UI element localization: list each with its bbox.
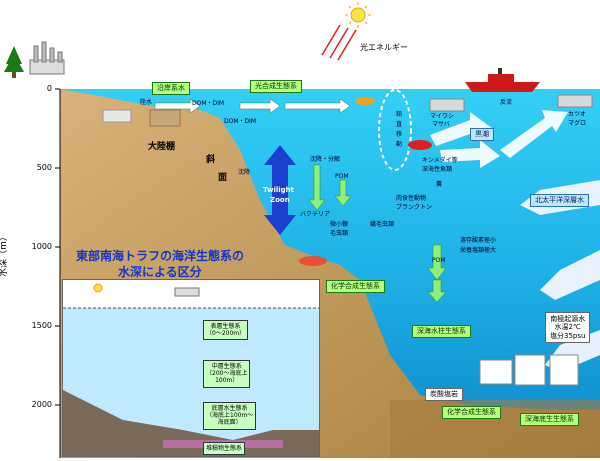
label-vertical-3: 移 xyxy=(396,131,403,138)
twilight-zone-arrow xyxy=(264,145,296,235)
inset-zone-middle-range-1: （200～海底上 xyxy=(206,370,248,378)
label-tiny-flagellates-2: 毛虫類 xyxy=(330,230,349,237)
label-vertical-4: 動 xyxy=(396,141,403,148)
light-rays xyxy=(321,24,357,61)
label-bacteria: バクテリア xyxy=(300,211,331,218)
vertical-migration-loop xyxy=(378,89,412,171)
inset-zone-sediment: 堆積物生態系 xyxy=(203,442,246,456)
depth-axis xyxy=(55,88,61,458)
antarctic-line-2: 水温2℃ xyxy=(554,323,581,332)
label-pom-2: POM xyxy=(432,257,446,264)
inset-zone-surface-name: 表層生態系 xyxy=(210,323,241,330)
tree-icon xyxy=(4,46,24,78)
depth-tick-0: 0 xyxy=(46,84,52,93)
dom-arrows xyxy=(154,98,351,114)
inset-zone-sediment-name: 堆積物生態系 xyxy=(206,445,243,452)
label-feces: 糞 xyxy=(436,181,443,188)
label-deep-fish-2: 深海性魚類 xyxy=(422,166,453,173)
label-tuna-1: カツオ xyxy=(568,111,587,118)
label-deep-fish-1: キンメダイ等 xyxy=(422,157,458,164)
depth-tick-1500: 1500 xyxy=(31,321,52,330)
label-twilight-2: Zoon xyxy=(270,196,290,204)
depth-tick-1000: 1000 xyxy=(31,242,52,251)
fish-icons xyxy=(102,94,593,386)
sun-icon xyxy=(345,2,371,28)
label-dom-dim-2: DOM・DIM xyxy=(224,118,257,125)
depth-tick-500: 500 xyxy=(36,163,52,172)
tag-deep-bottom: 深海底生生態系 xyxy=(520,413,579,426)
inset-zone-bottom-water-range-2: 海底面） xyxy=(217,419,242,427)
label-low-oxygen-1: 溶存酸素極小 xyxy=(460,237,497,244)
inset-zone-middle-range-2: 100m） xyxy=(215,377,239,385)
label-mackerel: マサバ xyxy=(432,121,450,128)
diagram-title-line-2: 水深による区分 xyxy=(118,265,202,279)
label-shelf: 大陸棚 xyxy=(148,142,176,152)
label-pom-1: POM xyxy=(335,173,349,180)
label-vertical-1: 鉛 xyxy=(396,111,403,118)
label-dom-dim-1: DOM・DIM xyxy=(192,100,225,107)
inset-zone-bottom-water-range-1: （海底上100m～ xyxy=(206,412,254,420)
label-carnivorous-2: プランクトン xyxy=(396,204,433,211)
zone-inset-panel: 表層生態系 （0～200m） 中層生態系 （200～海底上 100m） 底層水生… xyxy=(62,279,320,457)
label-vertical-2: 直 xyxy=(396,121,403,128)
tag-chemo-bottom: 化学合成生態系 xyxy=(442,406,501,419)
label-slope-2: 面 xyxy=(218,173,228,183)
inset-zone-bottom-water-name: 底層水生態系 xyxy=(211,405,248,412)
label-slope-1: 斜 xyxy=(206,155,216,165)
label-tuna-2: マグロ xyxy=(568,120,587,127)
sinking-arrows xyxy=(308,164,447,303)
inset-zone-surface: 表層生態系 （0～200m） xyxy=(203,320,249,341)
tag-chemosynthetic: 化学合成生態系 xyxy=(326,280,385,293)
ship-icon xyxy=(465,68,540,92)
label-land-water: 陸水 xyxy=(140,99,153,106)
antarctic-line-1: 南極起源水 xyxy=(550,315,586,323)
antarctic-line-3: 塩分35psu xyxy=(550,331,586,340)
label-sardine: マイワシ xyxy=(430,113,455,120)
inset-zone-middle-name: 中層生態系 xyxy=(211,363,242,370)
label-sink-1: 沈降 xyxy=(238,169,251,176)
tag-antarctic: 南極起源水 水温2℃ 塩分35psu xyxy=(545,312,591,344)
label-counter-current: 反流 xyxy=(500,99,513,106)
inset-zone-middle: 中層生態系 （200～海底上 100m） xyxy=(203,360,251,388)
label-carnivorous-1: 肉食性動物 xyxy=(396,195,427,202)
tag-north-pacific: 北太平洋深層水 xyxy=(530,194,589,207)
factory-icon xyxy=(29,41,65,75)
tag-carbonate: 炭酸塩岩 xyxy=(425,388,463,401)
label-ciliates: 繊毛虫類 xyxy=(370,221,395,228)
diagram-title-line-1: 東部南海トラフの海洋生態系の xyxy=(76,249,245,263)
light-energy-label: 光エネルギー xyxy=(360,43,408,52)
tag-deep-water-column: 深海水柱生態系 xyxy=(412,325,471,338)
inset-zone-surface-range: （0～200m） xyxy=(206,330,246,338)
inset-graphic xyxy=(63,280,319,456)
label-sink-2: 沈降・分解 xyxy=(310,156,341,163)
label-tiny-flagellates-1: 微小鞭 xyxy=(330,221,349,228)
tag-photosynthetic: 光合成生態系 xyxy=(250,80,302,93)
tag-kuroshio: 黒潮 xyxy=(470,128,494,141)
inset-zone-bottom-water: 底層水生態系 （海底上100m～ 海底面） xyxy=(203,402,257,430)
label-twilight-1: Twilight xyxy=(263,186,295,194)
tag-coastal-water: 沿岸系水 xyxy=(152,82,190,95)
label-low-oxygen-2: 栄養塩類極大 xyxy=(460,247,497,254)
depth-tick-2000: 2000 xyxy=(31,400,52,409)
depth-axis-title: 水深（m） xyxy=(0,232,9,277)
